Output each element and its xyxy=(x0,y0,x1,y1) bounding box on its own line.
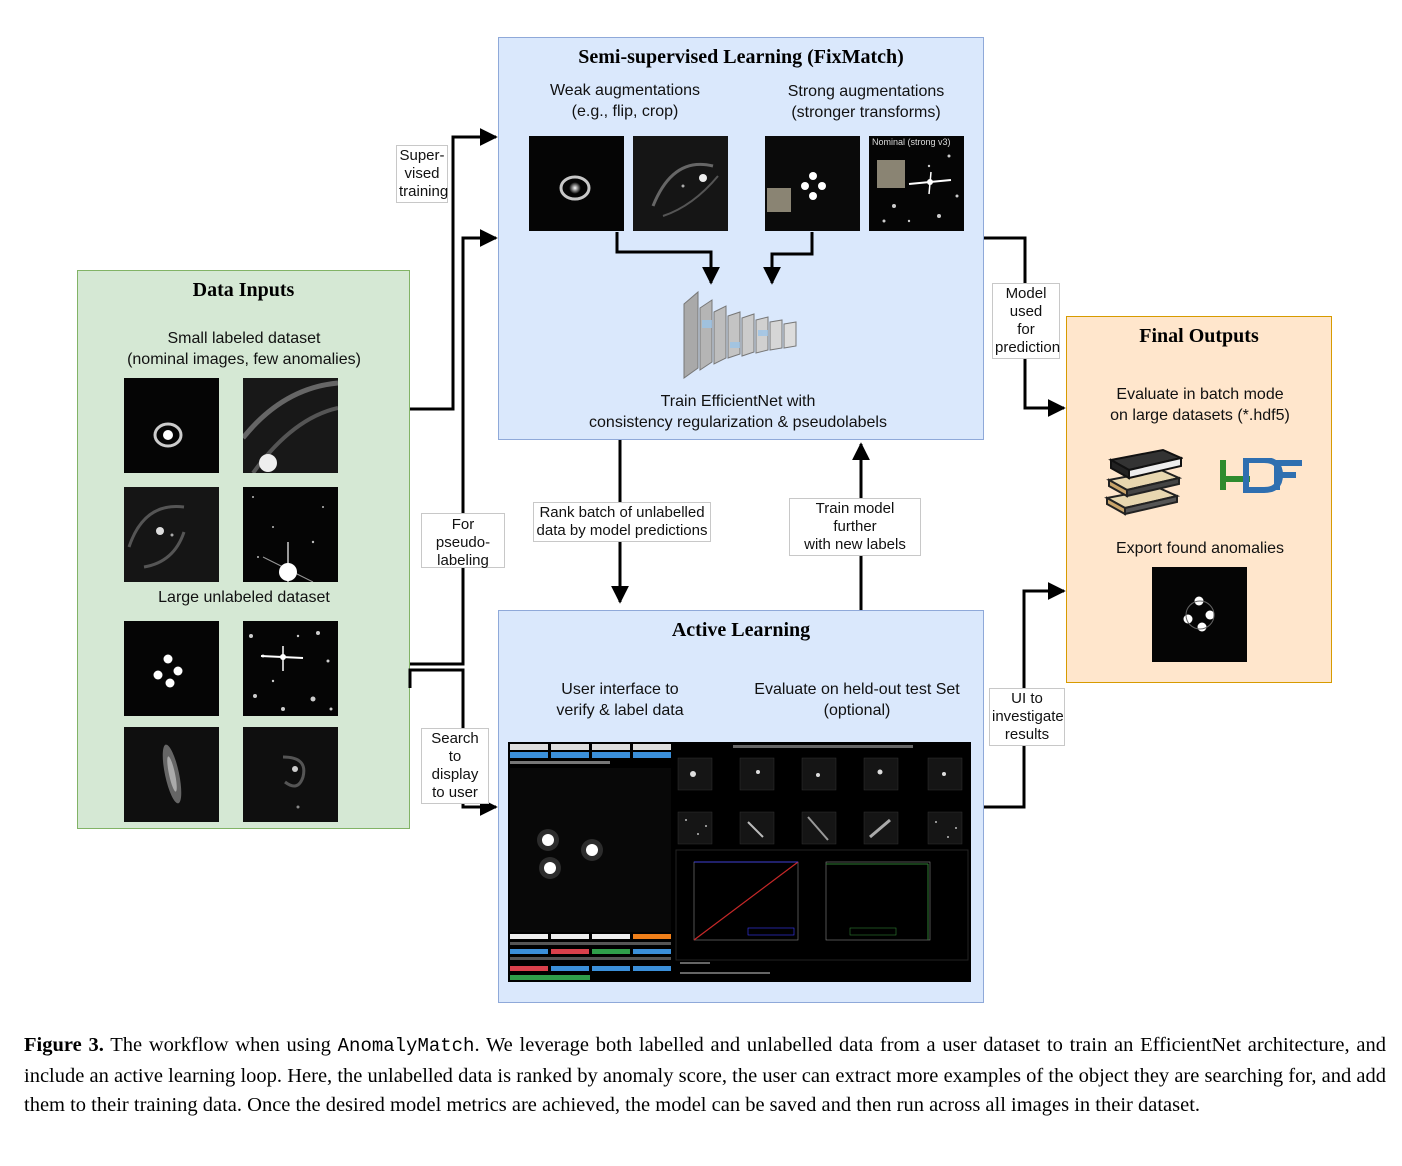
labeled-dataset-label: Small labeled dataset (nominal images, f… xyxy=(127,330,361,368)
edge-label-rank: Rank batch of unlabelled data by model p… xyxy=(533,502,711,542)
ui-screenshot xyxy=(508,742,971,982)
weak-aug-label: Weak augmentations (e.g., flip, crop) xyxy=(549,82,700,120)
edge-label-train-further: Train model further with new labels xyxy=(789,498,921,556)
final-outputs-title: Final Outputs xyxy=(1139,325,1259,347)
unlabeled-dataset-label: Large unlabeled dataset xyxy=(158,589,330,606)
caption-label: Figure 3. xyxy=(24,1034,104,1056)
ui-verify-label: User interface to verify & label data xyxy=(556,681,684,719)
books-icon xyxy=(1104,448,1183,516)
labeled-ring-galaxy xyxy=(124,378,219,473)
exported-anomaly-thumb xyxy=(1152,567,1247,662)
figure-caption: Figure 3. The workflow when using Anomal… xyxy=(24,1031,1386,1121)
hdf-logo-icon xyxy=(1220,458,1302,493)
caption-text-after: . We leverage both labelled and unlabell… xyxy=(24,1034,1386,1116)
labeled-bright-star xyxy=(243,487,338,582)
edge-label-pseudo: For pseudo- labeling xyxy=(421,513,505,569)
caption-text-before: The workflow when using xyxy=(103,1034,338,1056)
unlabeled-edge-on-galaxy xyxy=(124,727,219,822)
edge-label-supervised: Super- vised training xyxy=(396,145,448,203)
edge-label-model-used: Model used for prediction xyxy=(992,283,1060,359)
active-learning-title: Active Learning xyxy=(671,619,811,641)
edge-label-ui-investigate: UI to investigate results xyxy=(989,688,1065,746)
batch-mode-label: Evaluate in batch mode on large datasets… xyxy=(1110,386,1290,424)
strong-aug-quad-lens xyxy=(765,136,860,231)
export-anomalies-label: Export found anomalies xyxy=(1115,540,1285,557)
unlabeled-star-field xyxy=(243,621,338,716)
labeled-spiral-arms xyxy=(243,378,338,473)
ui-screenshot-graphic xyxy=(508,742,971,982)
labeled-spiral-galaxy xyxy=(124,487,219,582)
efficientnet-icon xyxy=(683,290,797,379)
edge-label-search: Search to display to user xyxy=(421,728,489,804)
caption-code: AnomalyMatch xyxy=(337,1035,475,1057)
unlabeled-faint-spiral xyxy=(243,727,338,822)
train-efficientnet-label: Train EfficientNet with consistency regu… xyxy=(589,393,887,431)
weak-aug-ring-galaxy xyxy=(529,136,624,231)
fixmatch-box: Semi-supervised Learning (FixMatch) xyxy=(498,37,984,440)
weak-aug-spiral-galaxy xyxy=(633,136,728,231)
strong-aug-label: Strong augmentations (stronger transform… xyxy=(787,83,945,121)
fixmatch-title: Semi-supervised Learning (FixMatch) xyxy=(578,46,904,68)
unlabeled-quad-lens xyxy=(124,621,219,716)
strong-thumb-caption: Nominal (strong v3) xyxy=(872,137,951,147)
evaluate-test-label: Evaluate on held-out test Set (optional) xyxy=(754,681,960,719)
strong-aug-star-field: Nominal (strong v3) xyxy=(869,136,964,231)
data-inputs-title: Data Inputs xyxy=(192,279,295,301)
